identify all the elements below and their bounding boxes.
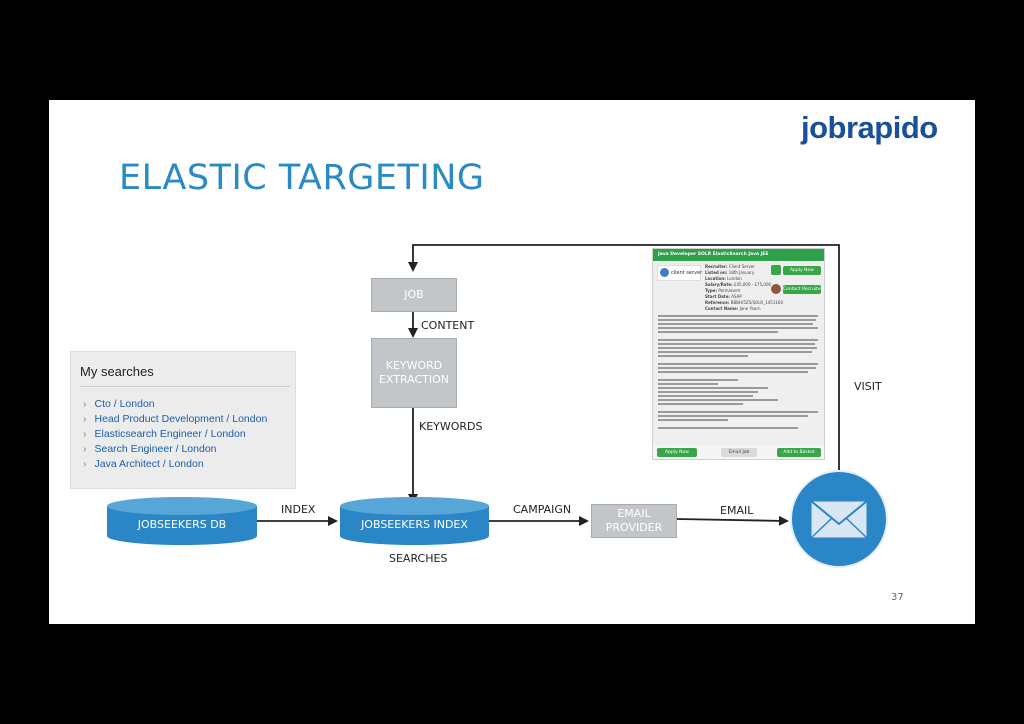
chevron-right-icon: › [83,413,87,425]
divider [80,386,290,387]
chevron-right-icon: › [83,458,87,470]
search-item[interactable]: ›Java Architect / London [83,458,204,470]
job-posting-header: Java Developer SOLR ElasticSearch Java J… [653,249,824,261]
add-to-basket-button[interactable]: Add to Basket [777,448,821,457]
apply-now-button[interactable]: Apply Now [783,266,821,275]
job-actions-bar: Apply Now Email Job Add to Basket [653,445,824,459]
search-item[interactable]: ›Elasticsearch Engineer / London [83,428,246,440]
index-label: INDEX [281,503,316,516]
search-item[interactable]: ›Cto / London [83,398,155,410]
search-item[interactable]: ›Head Product Development / London [83,413,268,425]
contact-recruiter-button[interactable]: Contact Recruiter [783,285,823,294]
job-posting-screenshot: Java Developer SOLR ElasticSearch Java J… [652,248,825,460]
campaign-label: CAMPAIGN [513,503,572,516]
job-label: JOB [404,288,424,301]
my-searches-title: My searches [80,364,154,379]
jobseekers-index-cylinder [340,497,489,545]
jobseekers-db-label: JOBSEEKERS DB [137,518,227,531]
visit-label: VISIT [854,380,882,393]
keyword-extraction-label: KEYWORD EXTRACTION [378,359,450,386]
email-provider-node: EMAIL PROVIDER [591,504,677,538]
jobseekers-index-label: JOBSEEKERS INDEX [361,518,468,531]
chevron-right-icon: › [83,428,87,440]
search-item[interactable]: ›Search Engineer / London [83,443,217,455]
keywords-label: KEYWORDS [419,420,483,433]
keyword-extraction-node: KEYWORD EXTRACTION [371,338,457,408]
email-label: EMAIL [720,504,754,517]
job-node: JOB [371,278,457,312]
email-job-button[interactable]: Email Job [721,448,757,457]
company-logo: client server [657,265,703,281]
company-logo-mark [660,268,669,277]
jobseekers-db-cylinder [107,497,257,545]
thumbs-up-icon [771,265,781,275]
email-provider-label: EMAIL PROVIDER [605,507,663,534]
envelope-icon [790,470,888,568]
slide-title: ELASTIC TARGETING [119,158,485,198]
page-number: 37 [891,592,904,603]
company-logo-text: client server [671,270,703,276]
recruiter-avatar [771,284,781,294]
chevron-right-icon: › [83,443,87,455]
slide: jobrapido ELASTIC TARGETING [49,100,975,624]
content-label: CONTENT [421,319,475,332]
job-fields: Recruiter: Client Server Listed on: 18th… [705,264,784,311]
diagram-connectors [107,244,888,568]
email-arrow [676,515,789,526]
my-searches-panel: My searches ›Cto / London ›Head Product … [70,351,296,489]
job-description [658,315,820,431]
apply-now-bottom-button[interactable]: Apply Now [657,448,697,457]
searches-label: SEARCHES [389,552,448,565]
visit-connector [408,244,840,470]
chevron-right-icon: › [83,398,87,410]
jobrapido-logo: jobrapido [801,110,938,145]
